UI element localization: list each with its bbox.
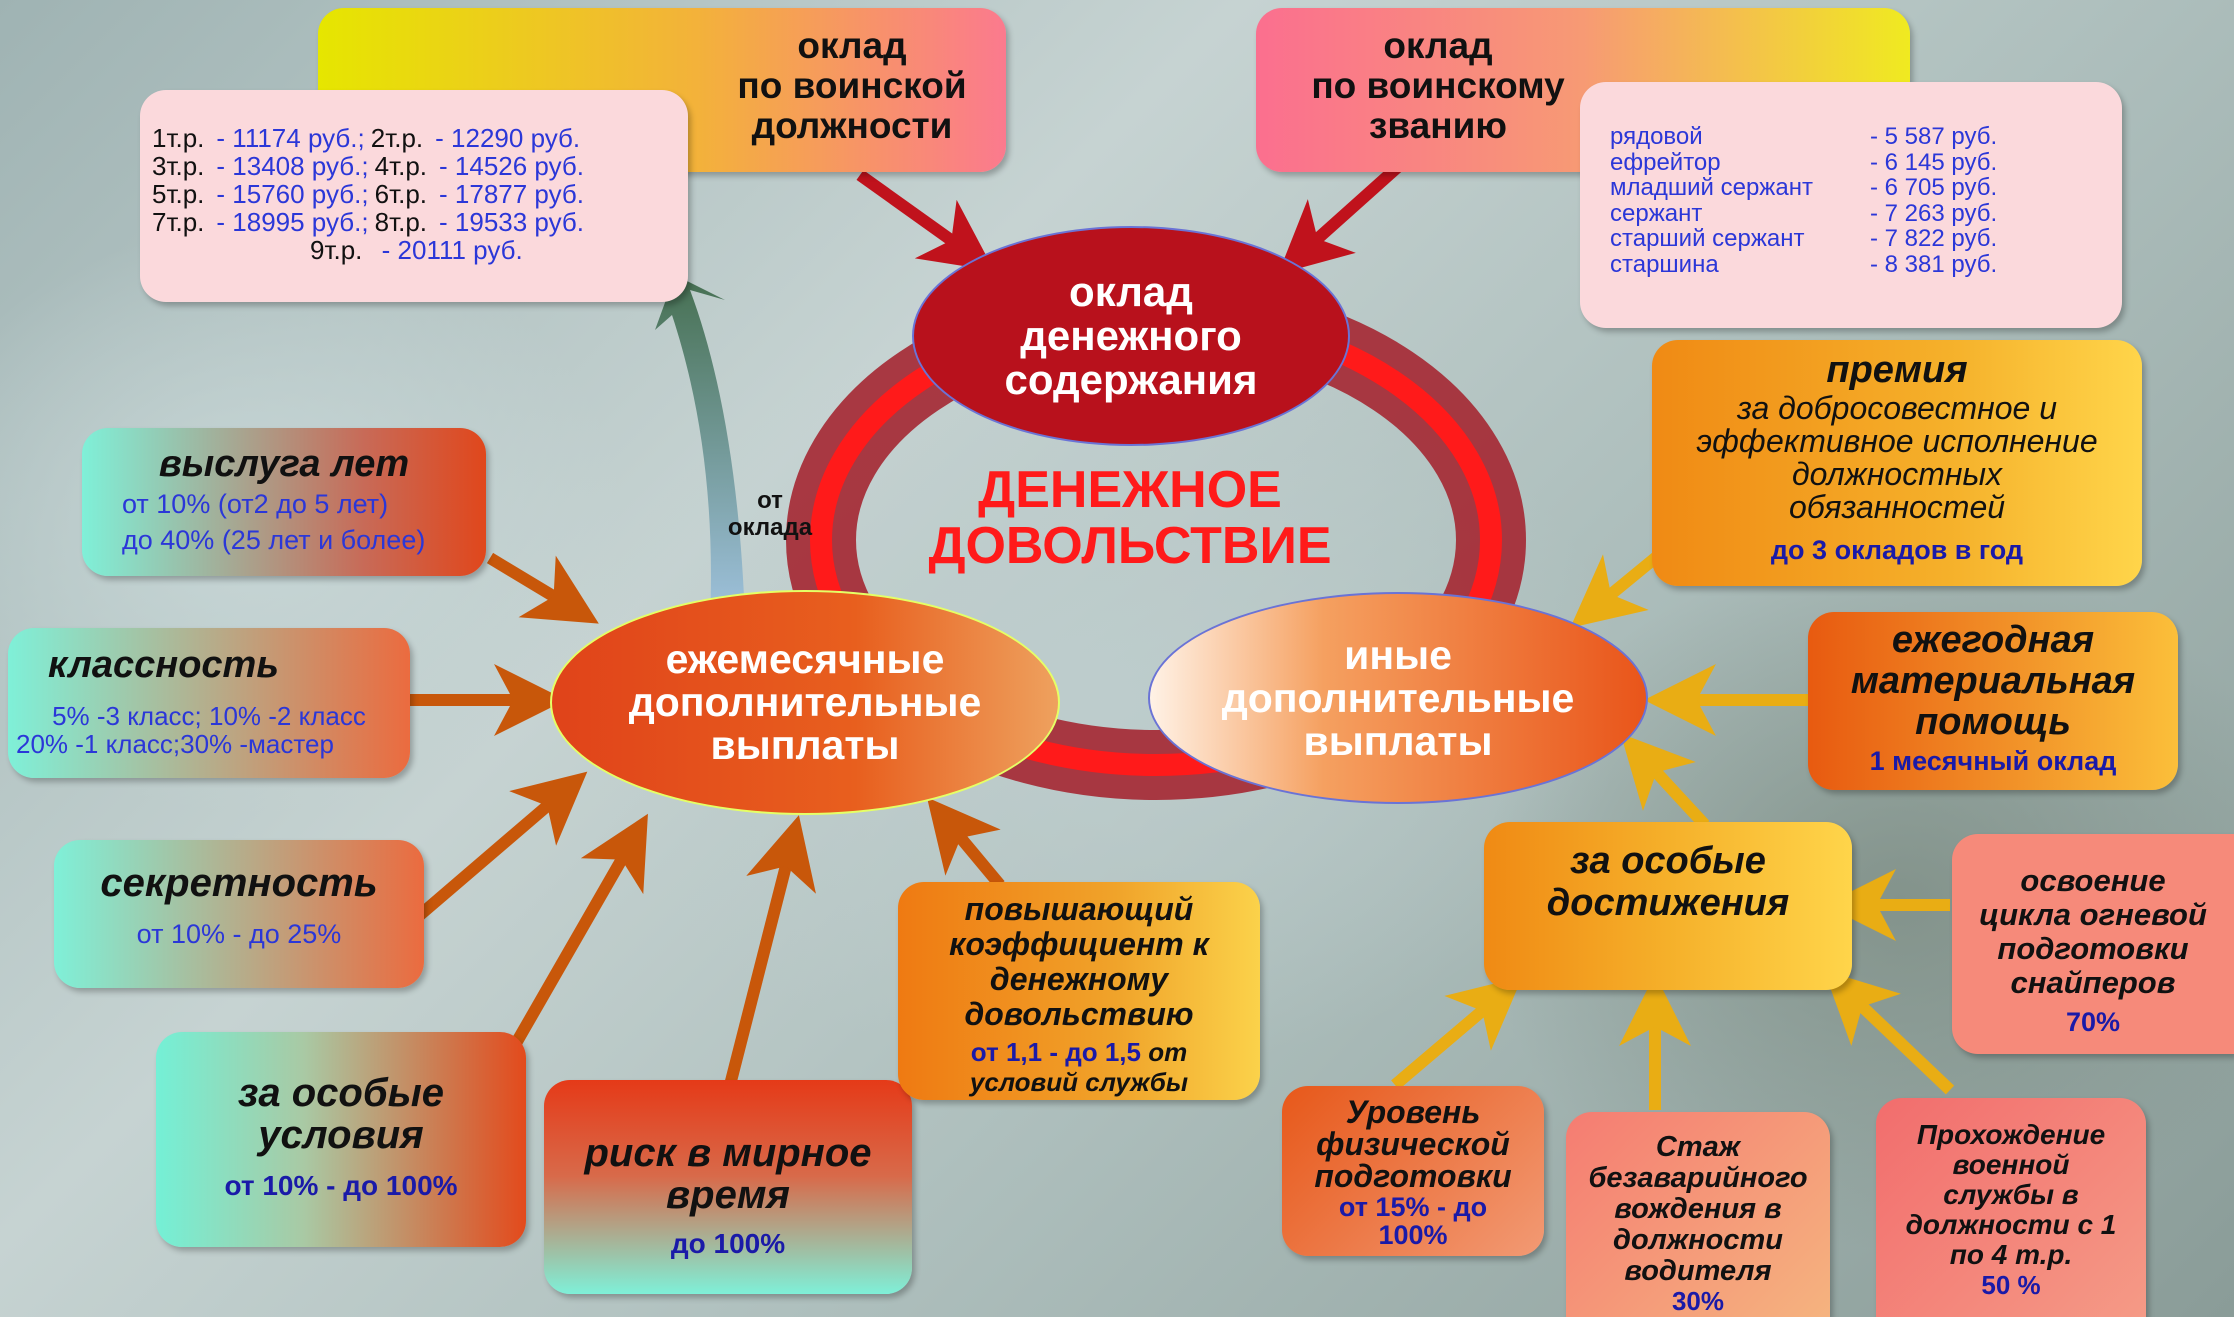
position-salary-row: 7т.р. - 18995 руб.;8т.р. - 19533 руб. [152, 208, 688, 236]
arrow-coefficient [926, 797, 1005, 889]
rank-label: младший сержант [1610, 174, 1813, 201]
item-physical: Уровень физической подготовки от 15% - д… [1282, 1086, 1544, 1256]
position-salary-title-1: оклад [797, 25, 907, 66]
arrow-special-conditions [509, 813, 648, 1048]
grade-label: 6т.р. [374, 179, 428, 209]
rank-salary-title-1: оклад [1383, 25, 1493, 66]
position-salary-row: 5т.р. - 15760 руб.;6т.р. - 17877 руб. [152, 180, 688, 208]
item-achievements: за особые достижения [1484, 822, 1852, 990]
salary-ellipse: оклад денежного содержания [912, 226, 1350, 446]
rank-salary-row: рядовой - 5 587 руб. [1610, 124, 2122, 150]
rank-value: - 8 381 руб. [1870, 250, 1998, 278]
grade-label: 8т.р. [374, 207, 428, 237]
rank-label: ефрейтор [1610, 148, 1721, 176]
arrow-physical [1391, 976, 1523, 1090]
rank-value: - 6 145 руб. [1870, 148, 1998, 176]
rank-value: - 6 705 руб. [1870, 174, 1998, 201]
item-coefficient: повышающий коэффициент к денежному довол… [898, 882, 1260, 1100]
rank-salary-row: старшина - 8 381 руб. [1610, 250, 2122, 278]
grade-value: - 19533 руб. [439, 207, 585, 237]
grade-value: - 13408 руб.; [216, 151, 369, 181]
monthly-payments-ellipse: ежемесячные дополнительные выплаты [550, 590, 1060, 815]
rank-salary-title-2: по воинскому [1311, 65, 1565, 106]
arrow-risk [724, 815, 816, 1087]
position-salary-title-3: должности [751, 105, 953, 146]
grade-label: 1т.р. [152, 123, 205, 153]
salary-ellipse-label: оклад денежного содержания [1004, 268, 1258, 403]
center-title: ДЕНЕЖНОЕ ДОВОЛЬСТВИЕ [900, 462, 1360, 574]
rank-value: - 7 263 руб. [1870, 199, 1998, 227]
center-title-line2: ДОВОЛЬСТВИЕ [928, 517, 1332, 575]
rank-value: - 7 822 руб. [1870, 225, 1998, 252]
position-salary-row: 3т.р. - 13408 руб.;4т.р. - 14526 руб. [152, 152, 688, 180]
rank-label: сержант [1610, 199, 1703, 227]
from-salary-curved-arrow [655, 275, 745, 620]
rank-salary-table: рядовой- 5 587 руб.ефрейтор- 6 145 руб.м… [1580, 82, 2122, 328]
rank-salary-row: младший сержант - 6 705 руб. [1610, 175, 2122, 201]
grade-value: - 18995 руб.; [216, 207, 369, 237]
rank-value: - 5 587 руб. [1870, 123, 1998, 150]
rank-salary-row: старший сержант - 7 822 руб. [1610, 226, 2122, 252]
item-sniper: освоение цикла огневой подготовки снайпе… [1952, 834, 2234, 1054]
grade-label: 3т.р. [152, 151, 205, 181]
grade-value: - 14526 руб. [439, 151, 585, 181]
item-annual-aid: ежегодная материальная помощь 1 месячный… [1808, 612, 2178, 790]
arrow-rank-to-salary [1278, 160, 1405, 275]
item-service-years: выслуга лет от 10% (от2 до 5 лет) до 40%… [82, 428, 486, 576]
rank-salary-row: ефрейтор - 6 145 руб. [1610, 148, 2122, 176]
item-special-conditions: за особые условия от 10% - до 100% [156, 1032, 526, 1247]
rank-salary-row: сержант - 7 263 руб. [1610, 199, 2122, 227]
position-salary-last-label: 9т.р. [310, 235, 363, 265]
position-salary-table: 1т.р.- 11174 руб.;2т.р.- 12290 руб.3т.р.… [140, 90, 688, 302]
grade-value: - 17877 руб. [439, 179, 585, 209]
rank-label: старший сержант [1610, 225, 1805, 252]
item-service-position: Прохождение военной службы в должности с… [1876, 1098, 2146, 1317]
from-salary-label: от оклада [727, 487, 813, 541]
item-driving: Стаж безаварийного вождения в должности … [1566, 1112, 1830, 1317]
monthly-payments-label: ежемесячные дополнительные выплаты [628, 636, 982, 768]
other-payments-label: иные дополнительные выплаты [1221, 631, 1575, 764]
arrow-service [486, 552, 599, 624]
other-payments-ellipse: иные дополнительные выплаты [1148, 592, 1648, 804]
position-salary-title-2: по воинской [737, 65, 967, 106]
arrow-achievements [1620, 733, 1710, 830]
arrow-position-to-salary [856, 170, 995, 271]
rank-label: старшина [1610, 250, 1719, 278]
arrow-service-position [1823, 970, 1955, 1095]
grade-label: 5т.р. [152, 179, 205, 209]
arrow-secrecy [416, 771, 588, 920]
position-salary-last-value: - 20111 руб. [381, 235, 523, 265]
rank-salary-title-3: званию [1369, 105, 1507, 146]
center-title-line1: ДЕНЕЖНОЕ [978, 461, 1282, 519]
grade-value: - 11174 руб.; [216, 123, 365, 153]
item-risk: риск в мирное время до 100% [544, 1080, 912, 1294]
grade-label: 2т.р. [370, 123, 424, 153]
item-secrecy: секретность от 10% - до 25% [54, 840, 424, 988]
grade-value: - 12290 руб. [435, 123, 581, 153]
grade-label: 4т.р. [374, 151, 428, 181]
item-bonus: премия за добросовестное и эффективное и… [1652, 340, 2142, 586]
position-salary-row: 1т.р. - 11174 руб.;2т.р. - 12290 руб. [152, 124, 688, 152]
rank-label: рядовой [1610, 123, 1703, 150]
item-class: классность 5% -3 класс; 10% -2 класс 20%… [8, 628, 410, 778]
grade-value: - 15760 руб.; [216, 179, 369, 209]
grade-label: 7т.р. [152, 207, 205, 237]
